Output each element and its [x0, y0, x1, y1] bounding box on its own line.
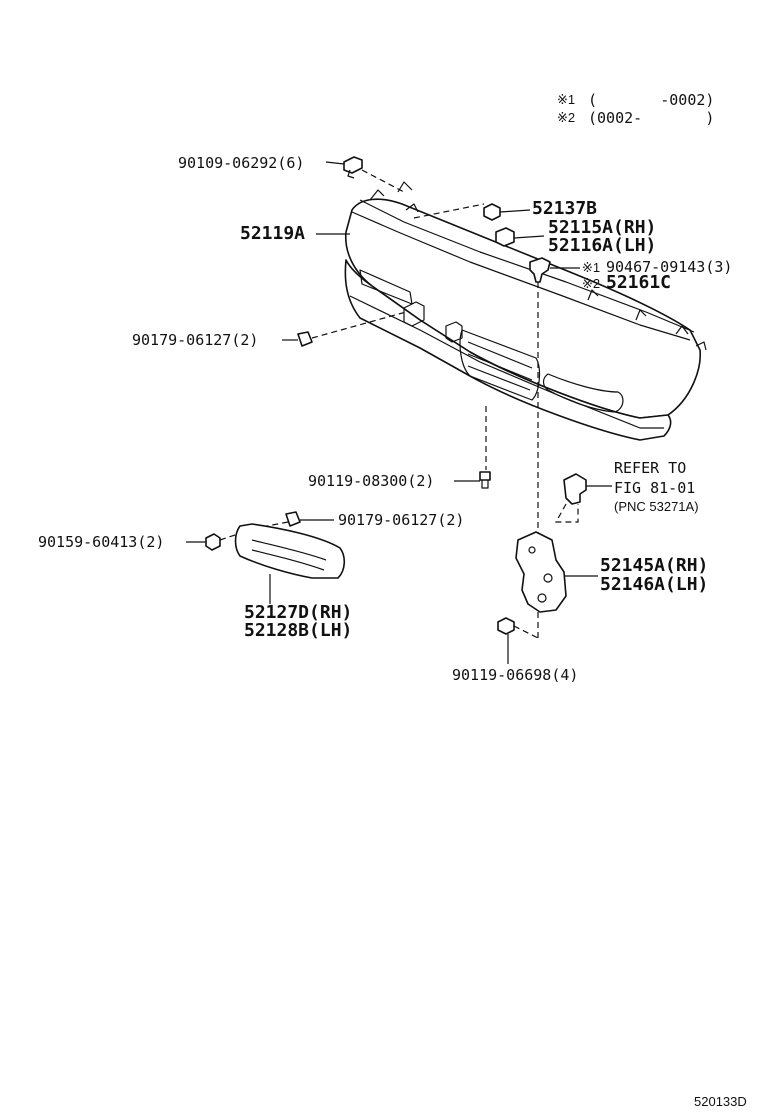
- label-52161C: 52161C: [606, 272, 671, 293]
- nut-90179-lower[interactable]: [285, 511, 301, 527]
- label-52137B: 52137B: [532, 198, 597, 219]
- bolt-90119-06698[interactable]: [497, 617, 515, 635]
- retainer-52137B[interactable]: [483, 203, 501, 221]
- leader-bolt-90109-to-bumper: [361, 169, 405, 193]
- note1-range: ( -0002): [588, 91, 714, 109]
- bolt-90119-08300[interactable]: [479, 471, 491, 489]
- stay-hole-3: [528, 546, 536, 554]
- bumper-center-block-right: [445, 321, 463, 343]
- dash-52137B-to-bumper: [413, 203, 485, 219]
- dash-90179-to-bumper: [311, 311, 407, 339]
- bracket-52115A-shape: [495, 227, 515, 247]
- dash-refer-bracket: [554, 503, 579, 523]
- label-fig-ref: FIG 81-01: [614, 479, 695, 497]
- side-cover-52127D[interactable]: [234, 523, 346, 579]
- label-52128B: 52128B(LH): [244, 620, 352, 641]
- stay-52145A[interactable]: [515, 531, 567, 613]
- label-52119A: 52119A: [240, 223, 305, 244]
- bolt-90119-08300-head: [479, 471, 491, 481]
- label-52145A: 52145A(RH): [600, 555, 708, 576]
- clip-note-mark2: ※2: [582, 276, 600, 291]
- bolt-90119-06698-head: [497, 617, 515, 635]
- bracket-refer[interactable]: [563, 473, 587, 505]
- stay-hole-1: [543, 573, 553, 583]
- label-90119-06698: 90119-06698(4): [452, 666, 578, 684]
- label-52127D: 52127D(RH): [244, 602, 352, 623]
- bumper-lower-skirt: [344, 259, 672, 441]
- dash-90119-06698-to-stay: [513, 625, 539, 639]
- bracket-52115A[interactable]: [495, 227, 515, 247]
- leader-90109: [325, 161, 345, 165]
- bolt-90109[interactable]: [343, 156, 363, 179]
- label-90179-lower: 90179-06127(2): [338, 511, 464, 529]
- clip-note-mark1: ※1: [582, 260, 600, 275]
- label-52116A: 52116A(LH): [548, 235, 656, 256]
- leader-52115A: [513, 235, 545, 239]
- label-90119-08300: 90119-08300(2): [308, 472, 434, 490]
- note2-range: (0002- ): [588, 109, 714, 127]
- screw-90159[interactable]: [205, 533, 221, 551]
- bumper-top-flange: [351, 211, 691, 341]
- screw-90159-head: [205, 533, 221, 551]
- bumper-right-opening: [542, 373, 624, 413]
- label-52146A: 52146A(LH): [600, 574, 708, 595]
- label-90109: 90109-06292(6): [178, 154, 304, 172]
- leader-52137B: [499, 209, 531, 213]
- label-refer-to: REFER TO: [614, 459, 686, 477]
- clip-90467-shape: [529, 257, 551, 283]
- figure-code: 520133D: [694, 1094, 747, 1109]
- bolt-90119-08300-shank: [481, 480, 489, 489]
- nut-90179-lower-shape: [285, 511, 301, 527]
- label-pnc-ref: (PNC 53271A): [614, 499, 699, 514]
- side-cover-slats: [251, 539, 327, 571]
- note2-mark: ※2: [557, 110, 575, 125]
- bolt-90109-head: [343, 156, 363, 174]
- bumper-grille-opening: [459, 329, 541, 401]
- bolt-90109-shank: [347, 169, 355, 179]
- stay-52145A-shape: [515, 531, 567, 613]
- side-cover-outline: [234, 523, 346, 579]
- retainer-52137B-shape: [483, 203, 501, 221]
- label-90467: 90467-09143(3): [606, 258, 732, 276]
- bumper-center-block-left: [403, 301, 425, 327]
- nut-90179-upper-shape: [297, 331, 313, 347]
- bumper-top-edge: [359, 199, 695, 333]
- applicability-notes: ※1 ( -0002) ※2 (0002- ): [557, 91, 714, 127]
- nut-90179-upper[interactable]: [297, 331, 313, 347]
- clip-90467[interactable]: [529, 257, 551, 283]
- note1-mark: ※1: [557, 92, 575, 107]
- label-52115A: 52115A(RH): [548, 217, 656, 238]
- bracket-refer-shape: [563, 473, 587, 505]
- label-90179-upper: 90179-06127(2): [132, 331, 258, 349]
- stay-hole-2: [537, 593, 547, 603]
- bumper-grille-slats: [467, 341, 533, 391]
- label-90159: 90159-60413(2): [38, 533, 164, 551]
